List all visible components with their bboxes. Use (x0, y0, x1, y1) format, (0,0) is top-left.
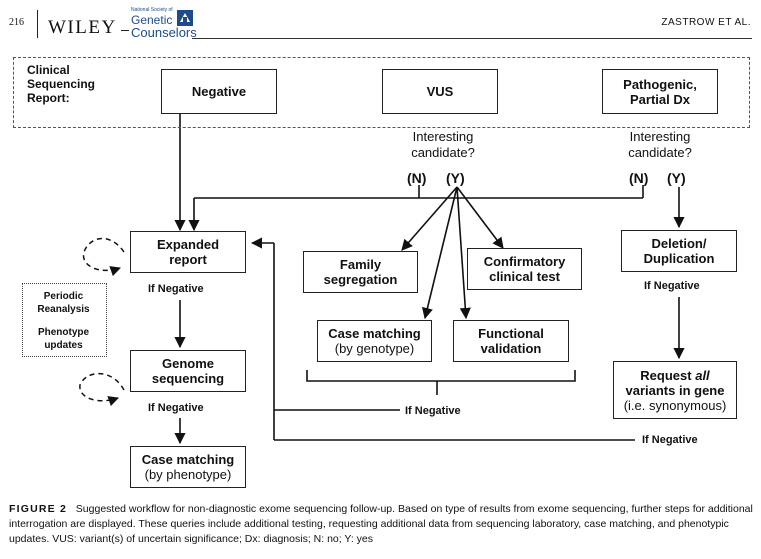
figure-caption: FIGURE 2 Suggested workflow for non-diag… (9, 502, 754, 547)
case-matching-genotype-box: Case matching (by genotype) (317, 320, 432, 362)
negative-result-box: Negative (161, 69, 277, 114)
functional-validation-box: Functional validation (453, 320, 569, 362)
society-small-text: National Society of (131, 7, 173, 13)
pathogenic-question: Interesting candidate? (628, 129, 692, 160)
figure-label: FIGURE 2 (9, 503, 68, 515)
confirmatory-test-box: Confirmatory clinical test (467, 248, 582, 290)
publisher-logo: WILEY (48, 17, 117, 38)
periodic-reanalysis-label: Periodic Reanalysis (37, 291, 90, 315)
periodic-updates-frame (22, 283, 107, 357)
pathogenic-result-box: Pathogenic, Partial Dx (602, 69, 718, 114)
society-name-line1: Genetic (131, 13, 173, 27)
deletion-duplication-box: Deletion/ Duplication (621, 230, 737, 272)
family-segregation-box: Family segregation (303, 251, 418, 293)
header-rule (192, 38, 752, 39)
if-negative-label-4: If Negative (644, 280, 700, 292)
pathogenic-no-label: (N) (629, 170, 649, 186)
vus-no-label: (N) (407, 170, 427, 186)
if-negative-label-5: If Negative (642, 434, 698, 446)
expanded-report-box: Expanded report (130, 231, 246, 273)
header-divider (37, 10, 38, 38)
vus-yes-label: (Y) (446, 170, 465, 186)
if-negative-label-3: If Negative (405, 405, 461, 417)
pathogenic-yes-label: (Y) (667, 170, 686, 186)
page-number: 216 (9, 17, 24, 28)
clinical-report-frame (13, 57, 750, 128)
vus-question: Interesting candidate? (411, 129, 475, 160)
caption-text: Suggested workflow for non-diagnostic ex… (9, 503, 753, 545)
society-name-line2: Counselors (131, 25, 197, 40)
flow-connectors (79, 113, 685, 445)
request-all-variants-box: Request all variants in gene (i.e. synon… (613, 361, 737, 419)
society-logo-icon (177, 10, 193, 26)
case-matching-phenotype-box: Case matching (by phenotype) (130, 446, 246, 488)
header-rule-short (121, 30, 129, 31)
clinical-report-label: Clinical Sequencing Report: (27, 63, 96, 105)
if-negative-label-2: If Negative (148, 402, 204, 414)
running-author: ZASTROW ET AL. (661, 17, 751, 28)
genome-sequencing-box: Genome sequencing (130, 350, 246, 392)
vus-result-box: VUS (382, 69, 498, 114)
if-negative-label-1: If Negative (148, 283, 204, 295)
phenotype-updates-label: Phenotype updates (37, 327, 90, 351)
